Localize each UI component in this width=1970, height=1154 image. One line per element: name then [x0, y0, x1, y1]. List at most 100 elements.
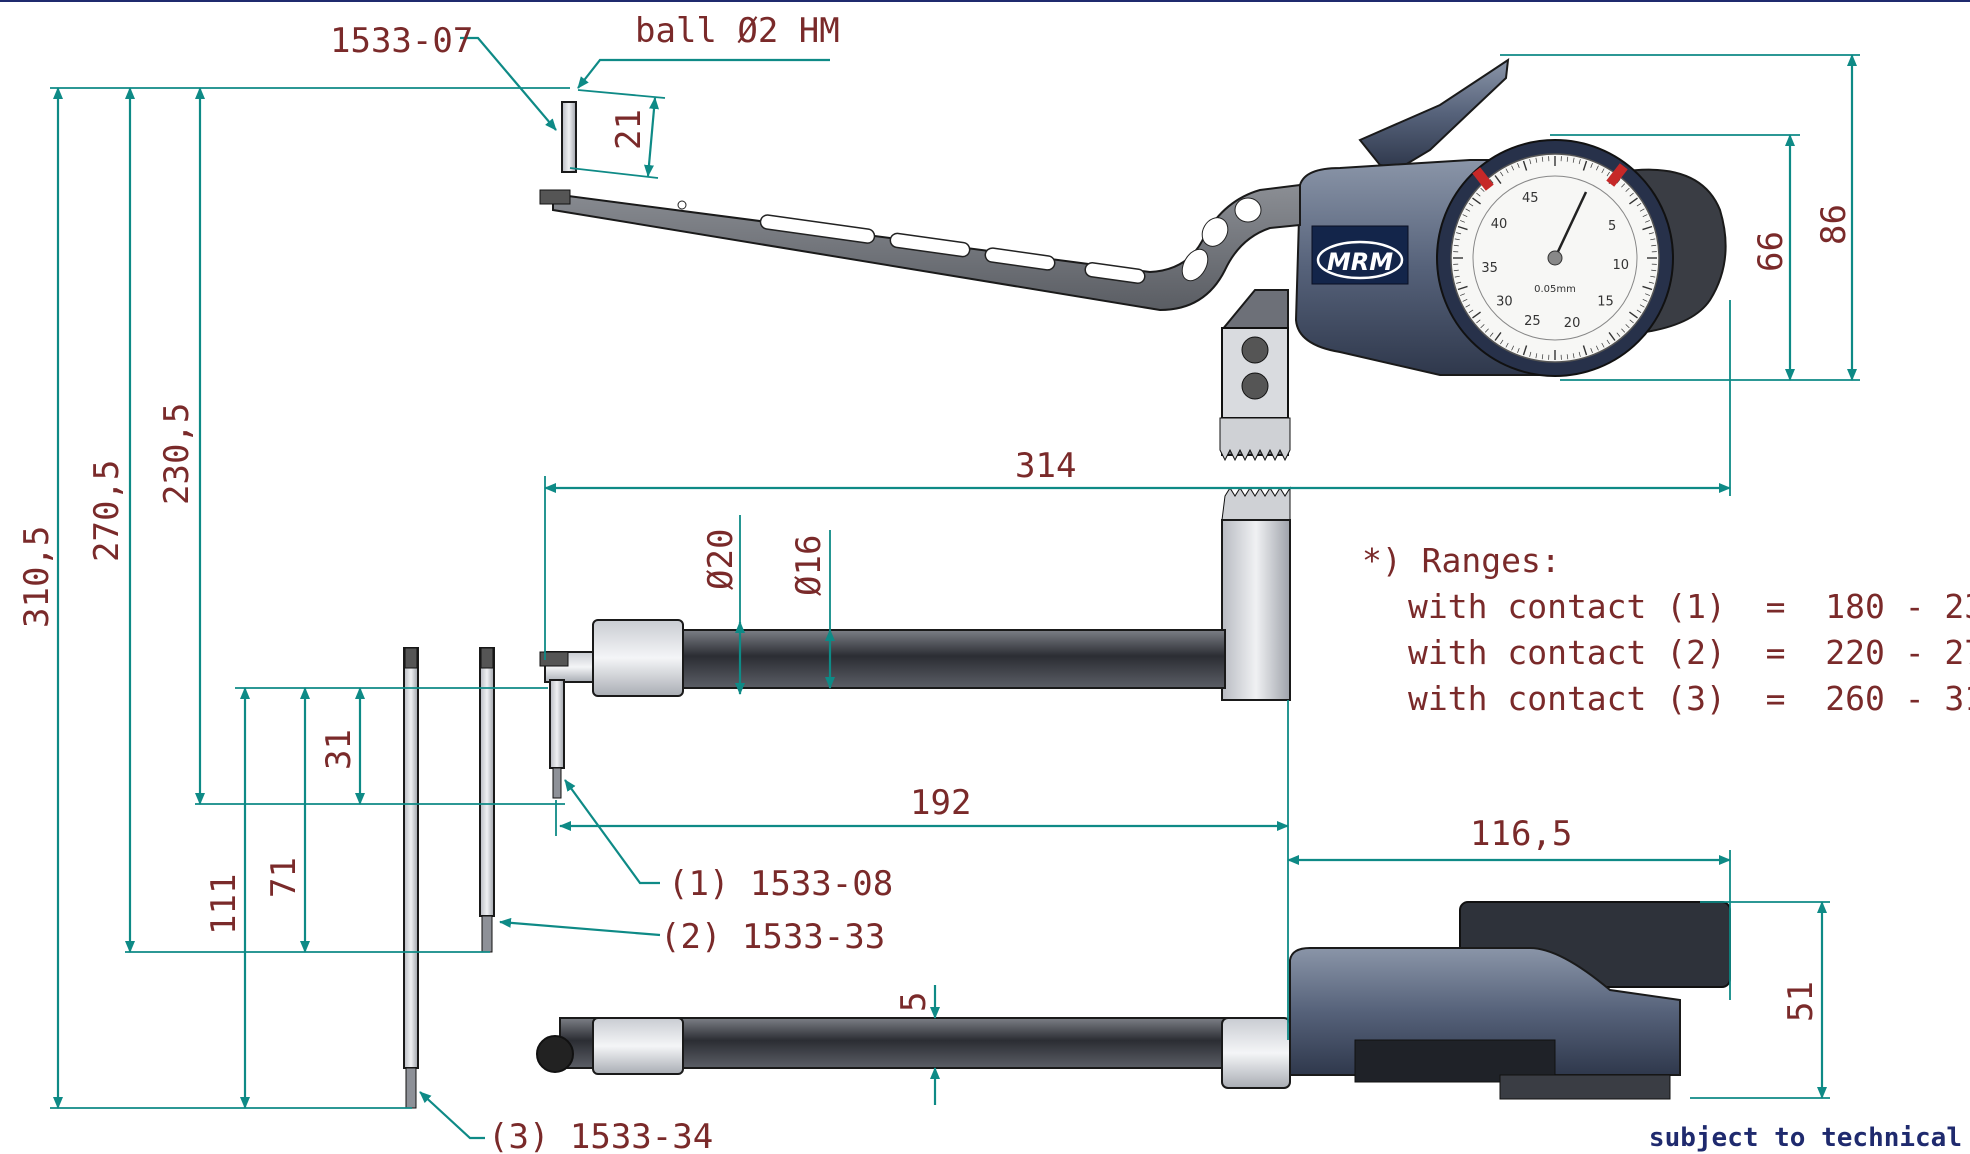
brand-logo: MRM	[1327, 248, 1393, 276]
dial-number: 45	[1522, 191, 1539, 206]
dial-tick	[1621, 328, 1626, 333]
dial-number: 5	[1608, 219, 1616, 234]
vertical-sleeve	[1221, 519, 1291, 701]
dial-tick	[1608, 332, 1616, 341]
label-dim-111: 111	[204, 874, 244, 935]
break-line-top	[1219, 417, 1291, 462]
knurled-nut	[539, 651, 569, 667]
dimension-lines	[50, 36, 1860, 1140]
clamp-screw-2	[1241, 372, 1269, 400]
label-dim-5: 5	[894, 992, 934, 1012]
dial-tick	[1645, 220, 1650, 223]
dial-tick	[1529, 159, 1532, 165]
dial-tick	[1535, 157, 1538, 163]
dial-tick	[1462, 298, 1468, 302]
dial-number: 20	[1564, 316, 1581, 331]
dial-tick	[1590, 163, 1593, 168]
dial-tick	[1522, 345, 1528, 356]
footer-note: subject to technical	[1649, 1123, 1962, 1153]
dial-tick	[1472, 311, 1481, 319]
dial-tick	[1651, 244, 1657, 247]
label-dim-270-5: 270,5	[87, 460, 127, 562]
dial-tick	[1648, 281, 1654, 284]
dial-tick	[1468, 309, 1474, 313]
side-scale	[1499, 1074, 1671, 1100]
dial-tick	[1645, 293, 1650, 296]
dial-tick	[1476, 192, 1481, 197]
dial-number: 35	[1481, 261, 1498, 276]
contact-tip-1533-07	[561, 101, 577, 173]
dial-tick	[1456, 232, 1462, 235]
dial-tick	[1460, 293, 1465, 296]
label-ball: ball Ø2 HM	[635, 11, 840, 51]
dial-tick	[1457, 285, 1468, 291]
dial-tick	[1642, 298, 1648, 302]
dial-tick	[1522, 160, 1528, 171]
dial-tick	[1465, 304, 1471, 308]
rod-body	[679, 629, 1226, 689]
dial-tick	[1639, 304, 1645, 308]
dial-tick	[1453, 269, 1459, 272]
label-dim-d20: Ø20	[701, 529, 741, 590]
side-joint	[1221, 1017, 1291, 1089]
dial-tick	[1517, 348, 1520, 353]
dial-tick	[1468, 203, 1474, 207]
dial-tick	[1582, 345, 1588, 356]
tolerance-marker-right	[1606, 163, 1628, 187]
dial-hub	[1547, 250, 1563, 266]
extension-contact-3	[403, 647, 419, 1069]
dial-tick	[1480, 187, 1485, 192]
tolerance-marker-left	[1472, 167, 1494, 191]
dial-tick	[1494, 332, 1502, 341]
bottom-view-side	[536, 901, 1731, 1100]
dial-tick	[1625, 324, 1630, 329]
dial-tick	[1511, 165, 1515, 171]
dial-tick	[1650, 238, 1656, 241]
label-contact-2: (2) 1533-33	[660, 917, 885, 957]
lever	[1358, 57, 1510, 170]
dial-tick	[1454, 275, 1460, 278]
side-sleeve	[592, 1017, 684, 1075]
dial-tick	[1511, 345, 1515, 351]
dial-number: 15	[1597, 294, 1614, 309]
extension-contact-3-tip	[405, 1067, 417, 1109]
extension-contact-2-tip	[481, 915, 493, 953]
dial-tick	[1651, 269, 1657, 272]
dial-tick	[1572, 157, 1575, 163]
clamp-screw-1	[1241, 336, 1269, 364]
dial-tick	[1629, 311, 1638, 319]
dial-tick	[1595, 345, 1599, 351]
dial-tick	[1465, 208, 1471, 212]
label-dim-71: 71	[264, 857, 304, 898]
dial-tick	[1453, 244, 1459, 247]
dial-tick	[1462, 214, 1468, 218]
label-dim-51: 51	[1781, 981, 1821, 1022]
dial-resolution: 0.05mm	[1534, 284, 1576, 295]
dial-tick	[1648, 232, 1654, 235]
range-row-1: with contact (1) = 180 - 230mm	[1408, 587, 1970, 626]
dial-number: 10	[1612, 258, 1629, 273]
dial-tick	[1480, 324, 1485, 329]
dial-tick	[1578, 159, 1581, 165]
dial-tick	[1642, 285, 1653, 291]
dial-tick	[1529, 351, 1532, 357]
dial-tick	[1642, 225, 1653, 231]
label-1533-07: 1533-07	[330, 21, 473, 61]
dial-tick	[1505, 168, 1509, 174]
label-dim-230-5: 230,5	[157, 403, 197, 505]
range-row-2: with contact (2) = 220 - 270mm	[1408, 633, 1970, 672]
dimension-labels: 1533-07 ball Ø2 HM 21 86 66 314 310,5 27…	[17, 11, 1854, 1154]
dial-tick	[1582, 160, 1588, 171]
dial-tick	[1541, 354, 1544, 360]
dial-tick	[1590, 348, 1593, 353]
label-dim-314: 314	[1015, 446, 1076, 486]
dial-tick	[1500, 339, 1504, 345]
dial-tick	[1606, 339, 1610, 345]
range-row-3: with contact (3) = 260 - 310mm	[1408, 679, 1970, 718]
dial-tick	[1484, 328, 1489, 333]
ranges-heading: *) Ranges:	[1362, 541, 1561, 580]
label-dim-31: 31	[319, 729, 359, 770]
break-line-bottom	[1221, 486, 1291, 521]
